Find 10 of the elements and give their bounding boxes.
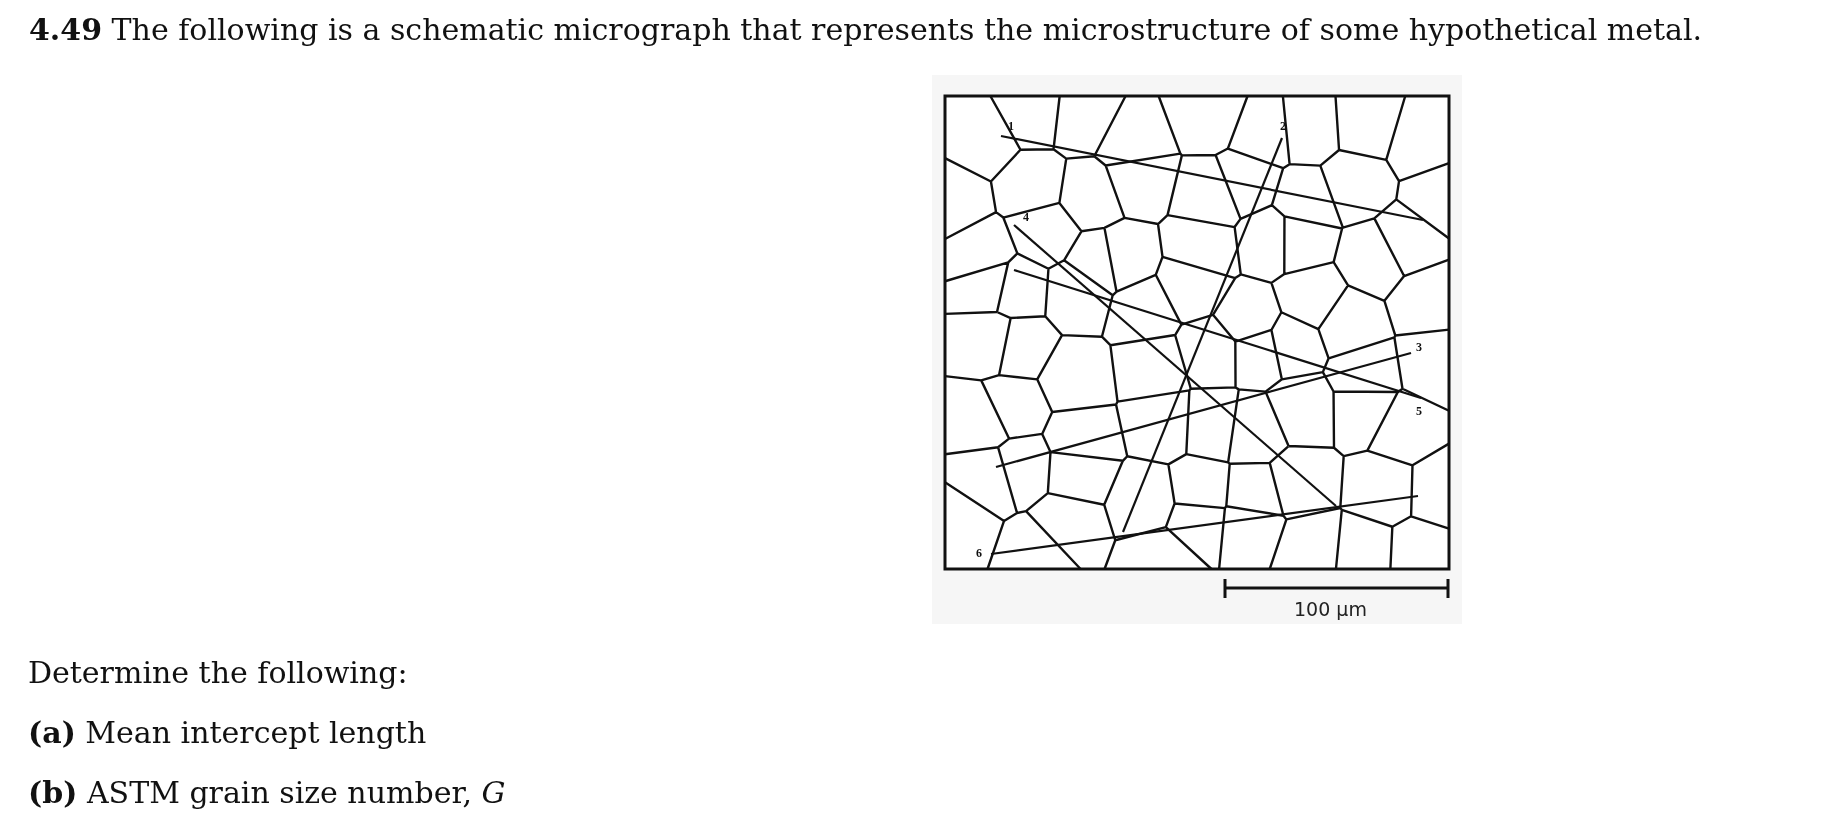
question-part: (a) Mean intercept length	[28, 715, 427, 750]
line-number: 6	[976, 546, 982, 561]
prompt-text: Determine the following:	[28, 655, 408, 690]
line-number: 5	[1416, 404, 1422, 419]
line-number: 2	[1280, 119, 1286, 134]
question-part: (b) ASTM grain size number, G	[28, 775, 506, 810]
line-number: 4	[1023, 210, 1029, 225]
line-number: 3	[1416, 340, 1422, 355]
question-text: 4.49 The following is a schematic micrograph that represents the microstructure of some hypothetical metal.	[29, 12, 1703, 47]
scale-label: 100 µm	[1294, 598, 1367, 620]
